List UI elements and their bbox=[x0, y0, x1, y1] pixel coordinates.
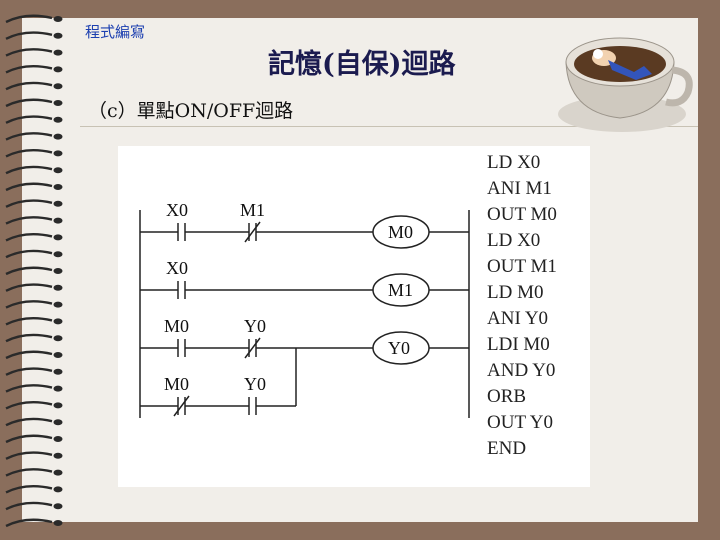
spiral-hole bbox=[53, 318, 63, 325]
spiral-ring bbox=[5, 333, 53, 343]
instruction-line: OUT M0 bbox=[487, 204, 557, 225]
rung4-contact1-label: M0 bbox=[164, 374, 189, 394]
spiral-hole bbox=[53, 419, 63, 426]
spiral-ring bbox=[5, 31, 53, 40]
instruction-line: ORB bbox=[487, 386, 526, 407]
spiral-hole bbox=[53, 133, 63, 140]
instruction-line: LD M0 bbox=[487, 282, 543, 303]
spiral-hole bbox=[53, 503, 63, 510]
spiral-ring bbox=[5, 434, 53, 444]
spiral-hole bbox=[53, 352, 63, 358]
spiral-hole bbox=[53, 32, 63, 39]
spiral-ring bbox=[5, 48, 53, 57]
spiral-hole bbox=[53, 402, 63, 409]
spiral-hole bbox=[53, 217, 63, 224]
instruction-line: ANI M1 bbox=[487, 178, 552, 199]
spiral-hole bbox=[53, 234, 63, 241]
spiral-hole bbox=[53, 16, 63, 22]
coffee-cup-icon bbox=[558, 37, 693, 132]
contact-no bbox=[248, 397, 257, 415]
spiral-binding-icon bbox=[5, 14, 63, 528]
spiral-hole bbox=[53, 66, 63, 73]
spiral-ring bbox=[5, 216, 53, 225]
spiral-hole bbox=[53, 251, 63, 258]
spiral-hole bbox=[53, 167, 63, 174]
instruction-line: LD X0 bbox=[487, 230, 540, 251]
spiral-hole bbox=[53, 335, 63, 342]
page-title: 記憶(自保)迴路 bbox=[268, 49, 456, 80]
spiral-ring bbox=[5, 283, 53, 292]
spiral-ring bbox=[5, 249, 53, 259]
contact-no bbox=[177, 223, 186, 241]
spiral-hole bbox=[53, 150, 63, 157]
spiral-ring bbox=[5, 199, 53, 208]
spiral-hole bbox=[53, 49, 63, 56]
instruction-line: LD X0 bbox=[487, 152, 540, 173]
spiral-hole bbox=[53, 452, 63, 459]
spiral-ring bbox=[5, 384, 53, 393]
header-label: 程式編寫 bbox=[85, 23, 146, 41]
spiral-ring bbox=[5, 81, 53, 91]
ladder-diagram: X0 M1 M0 X0 M1 M0 bbox=[139, 152, 557, 459]
spiral-hole bbox=[53, 368, 63, 375]
instruction-line: END bbox=[487, 438, 526, 459]
spiral-ring bbox=[5, 501, 53, 511]
instruction-line: AND Y0 bbox=[487, 360, 555, 381]
rung2-contact1-label: X0 bbox=[166, 258, 188, 278]
spiral-ring bbox=[5, 518, 53, 528]
spiral-ring bbox=[5, 266, 53, 276]
spiral-hole bbox=[53, 520, 63, 526]
spiral-ring bbox=[5, 115, 53, 124]
spiral-ring bbox=[5, 232, 53, 242]
spiral-ring bbox=[5, 468, 53, 477]
spiral-ring bbox=[5, 484, 53, 494]
rung3-coil-label: Y0 bbox=[388, 338, 410, 358]
spiral-hole bbox=[53, 268, 63, 274]
rung1-contact2-label: M1 bbox=[240, 200, 265, 220]
spiral-hole bbox=[53, 284, 63, 291]
spiral-ring bbox=[5, 14, 53, 24]
spiral-ring bbox=[5, 300, 53, 309]
ladder-diagram-panel: X0 M1 M0 X0 M1 M0 bbox=[118, 146, 590, 487]
spiral-ring bbox=[5, 98, 53, 108]
page-subtitle: （c）單點ON/OFF迴路 bbox=[88, 100, 294, 122]
contact-no bbox=[177, 281, 186, 299]
spiral-hole bbox=[53, 469, 63, 476]
spiral-hole bbox=[53, 385, 63, 392]
spiral-ring bbox=[5, 165, 53, 175]
spiral-ring bbox=[5, 350, 53, 360]
spiral-hole bbox=[53, 486, 63, 493]
spiral-ring bbox=[5, 451, 53, 460]
spiral-ring bbox=[5, 132, 53, 141]
spiral-ring bbox=[5, 148, 53, 158]
spiral-hole bbox=[53, 436, 63, 442]
rung3-contact2-label: Y0 bbox=[244, 316, 266, 336]
instruction-line: ANI Y0 bbox=[487, 308, 548, 329]
title-divider bbox=[80, 126, 698, 127]
instruction-line: OUT Y0 bbox=[487, 412, 553, 433]
spiral-ring bbox=[5, 417, 53, 427]
spiral-ring bbox=[5, 400, 53, 410]
instruction-line: OUT M1 bbox=[487, 256, 557, 277]
rung2-coil-label: M1 bbox=[388, 280, 413, 300]
instruction-list: LD X0 ANI M1 OUT M0 LD X0 OUT M1 LD M0 A… bbox=[487, 152, 557, 459]
spiral-hole bbox=[53, 116, 63, 123]
spiral-ring bbox=[5, 316, 53, 326]
spiral-ring bbox=[5, 367, 53, 376]
rung1-contact1-label: X0 bbox=[166, 200, 188, 220]
rung1-coil-label: M0 bbox=[388, 222, 413, 242]
contact-no bbox=[177, 339, 186, 357]
spiral-hole bbox=[53, 200, 63, 207]
spiral-hole bbox=[53, 83, 63, 90]
instruction-line: LDI M0 bbox=[487, 334, 550, 355]
rung4-contact2-label: Y0 bbox=[244, 374, 266, 394]
spiral-ring bbox=[5, 64, 53, 74]
spiral-hole bbox=[53, 184, 63, 190]
spiral-hole bbox=[53, 301, 63, 308]
spiral-hole bbox=[53, 100, 63, 106]
spiral-ring bbox=[5, 182, 53, 192]
rung3-contact1-label: M0 bbox=[164, 316, 189, 336]
